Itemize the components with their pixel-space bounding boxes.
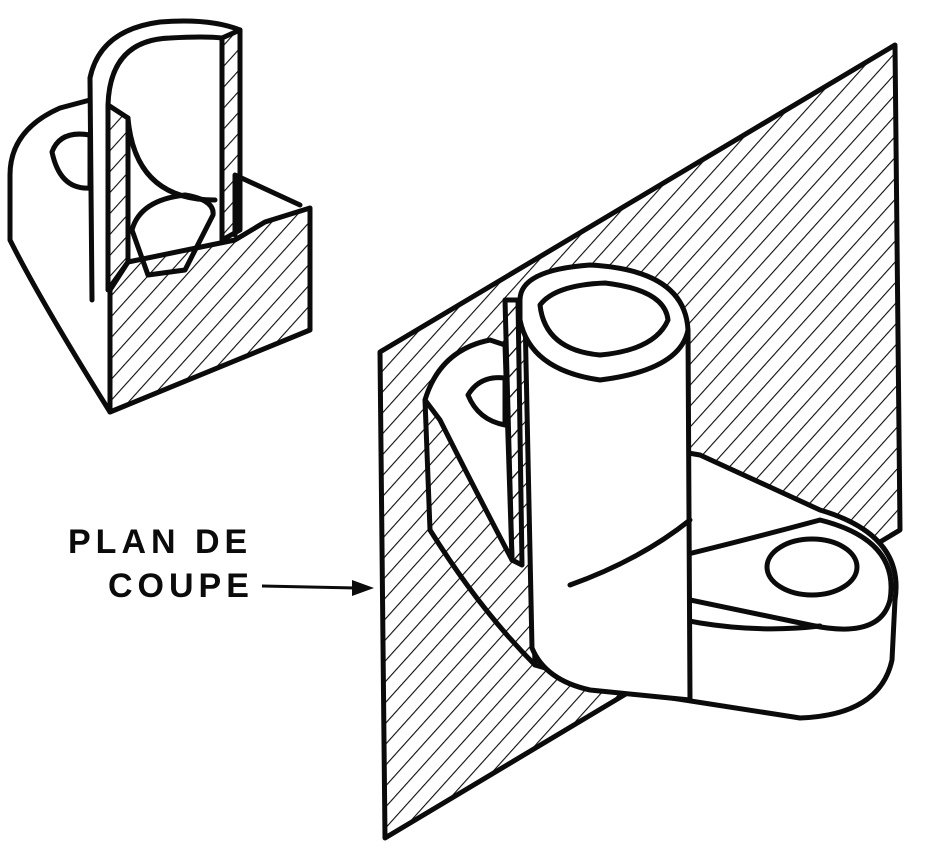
leader-arrow bbox=[261, 580, 374, 596]
label-line-1: PLAN DE bbox=[68, 523, 253, 561]
label-line-2: COUPE bbox=[108, 567, 254, 605]
small-cylinder-wall bbox=[105, 102, 131, 293]
large-part bbox=[422, 262, 899, 721]
lug-hole bbox=[764, 536, 860, 598]
small-cylinder-wall-right bbox=[219, 27, 243, 243]
cutting-plane-label: PLAN DE COUPE bbox=[68, 520, 254, 608]
small-base-cut-face bbox=[107, 205, 313, 415]
small-sectioned-part bbox=[7, 18, 313, 415]
